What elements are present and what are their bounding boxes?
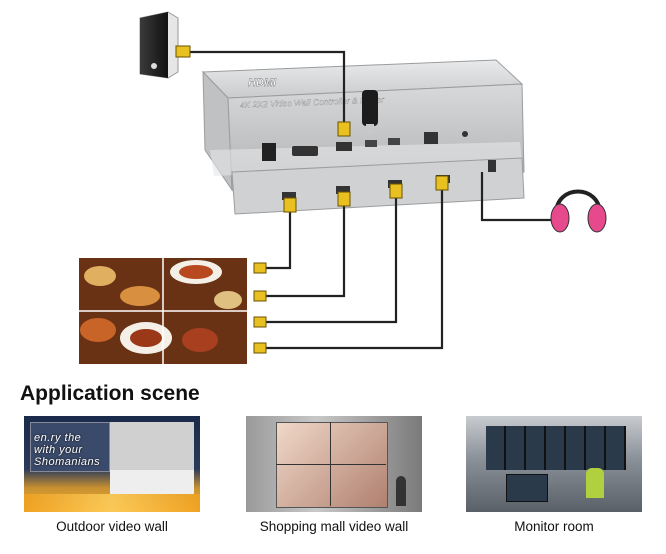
scene-caption: Outdoor video wall [56,519,168,534]
outdoor-overlay-text: en.ry the with your Shomanians [34,432,101,468]
headphones-icon [550,189,607,233]
connection-diagram: HDMI 4K 2X2 Video Wall Controller & Play… [79,11,607,364]
scene-monitor-room: Monitor room [466,416,642,534]
output-cable-3 [262,198,398,324]
video-wall-controller [201,59,525,215]
shopping-mall-video-wall-photo [246,416,422,512]
scene-shopping-mall: Shopping mall video wall [246,416,422,534]
scene-caption: Shopping mall video wall [259,519,409,534]
output-cable-4 [262,190,444,350]
section-title: Application scene [20,382,200,405]
device-brand-label: HDMI [248,77,277,89]
pc-tower-icon [139,11,179,79]
monitor-room-photo [466,416,642,512]
audio-cable [480,172,555,222]
input-cable [182,50,346,122]
output-cable-2 [262,206,346,298]
cables [182,50,555,350]
video-wall-2x2 [79,258,247,364]
hdmi-connectors [175,45,449,354]
outdoor-video-wall-photo: en.ry the with your Shomanians [24,416,200,512]
scene-caption: Monitor room [514,519,594,534]
scene-outdoor: en.ry the with your Shomanians Outdoor v… [24,416,200,534]
usb-stick-icon [362,90,378,134]
output-cable-1 [262,212,292,270]
